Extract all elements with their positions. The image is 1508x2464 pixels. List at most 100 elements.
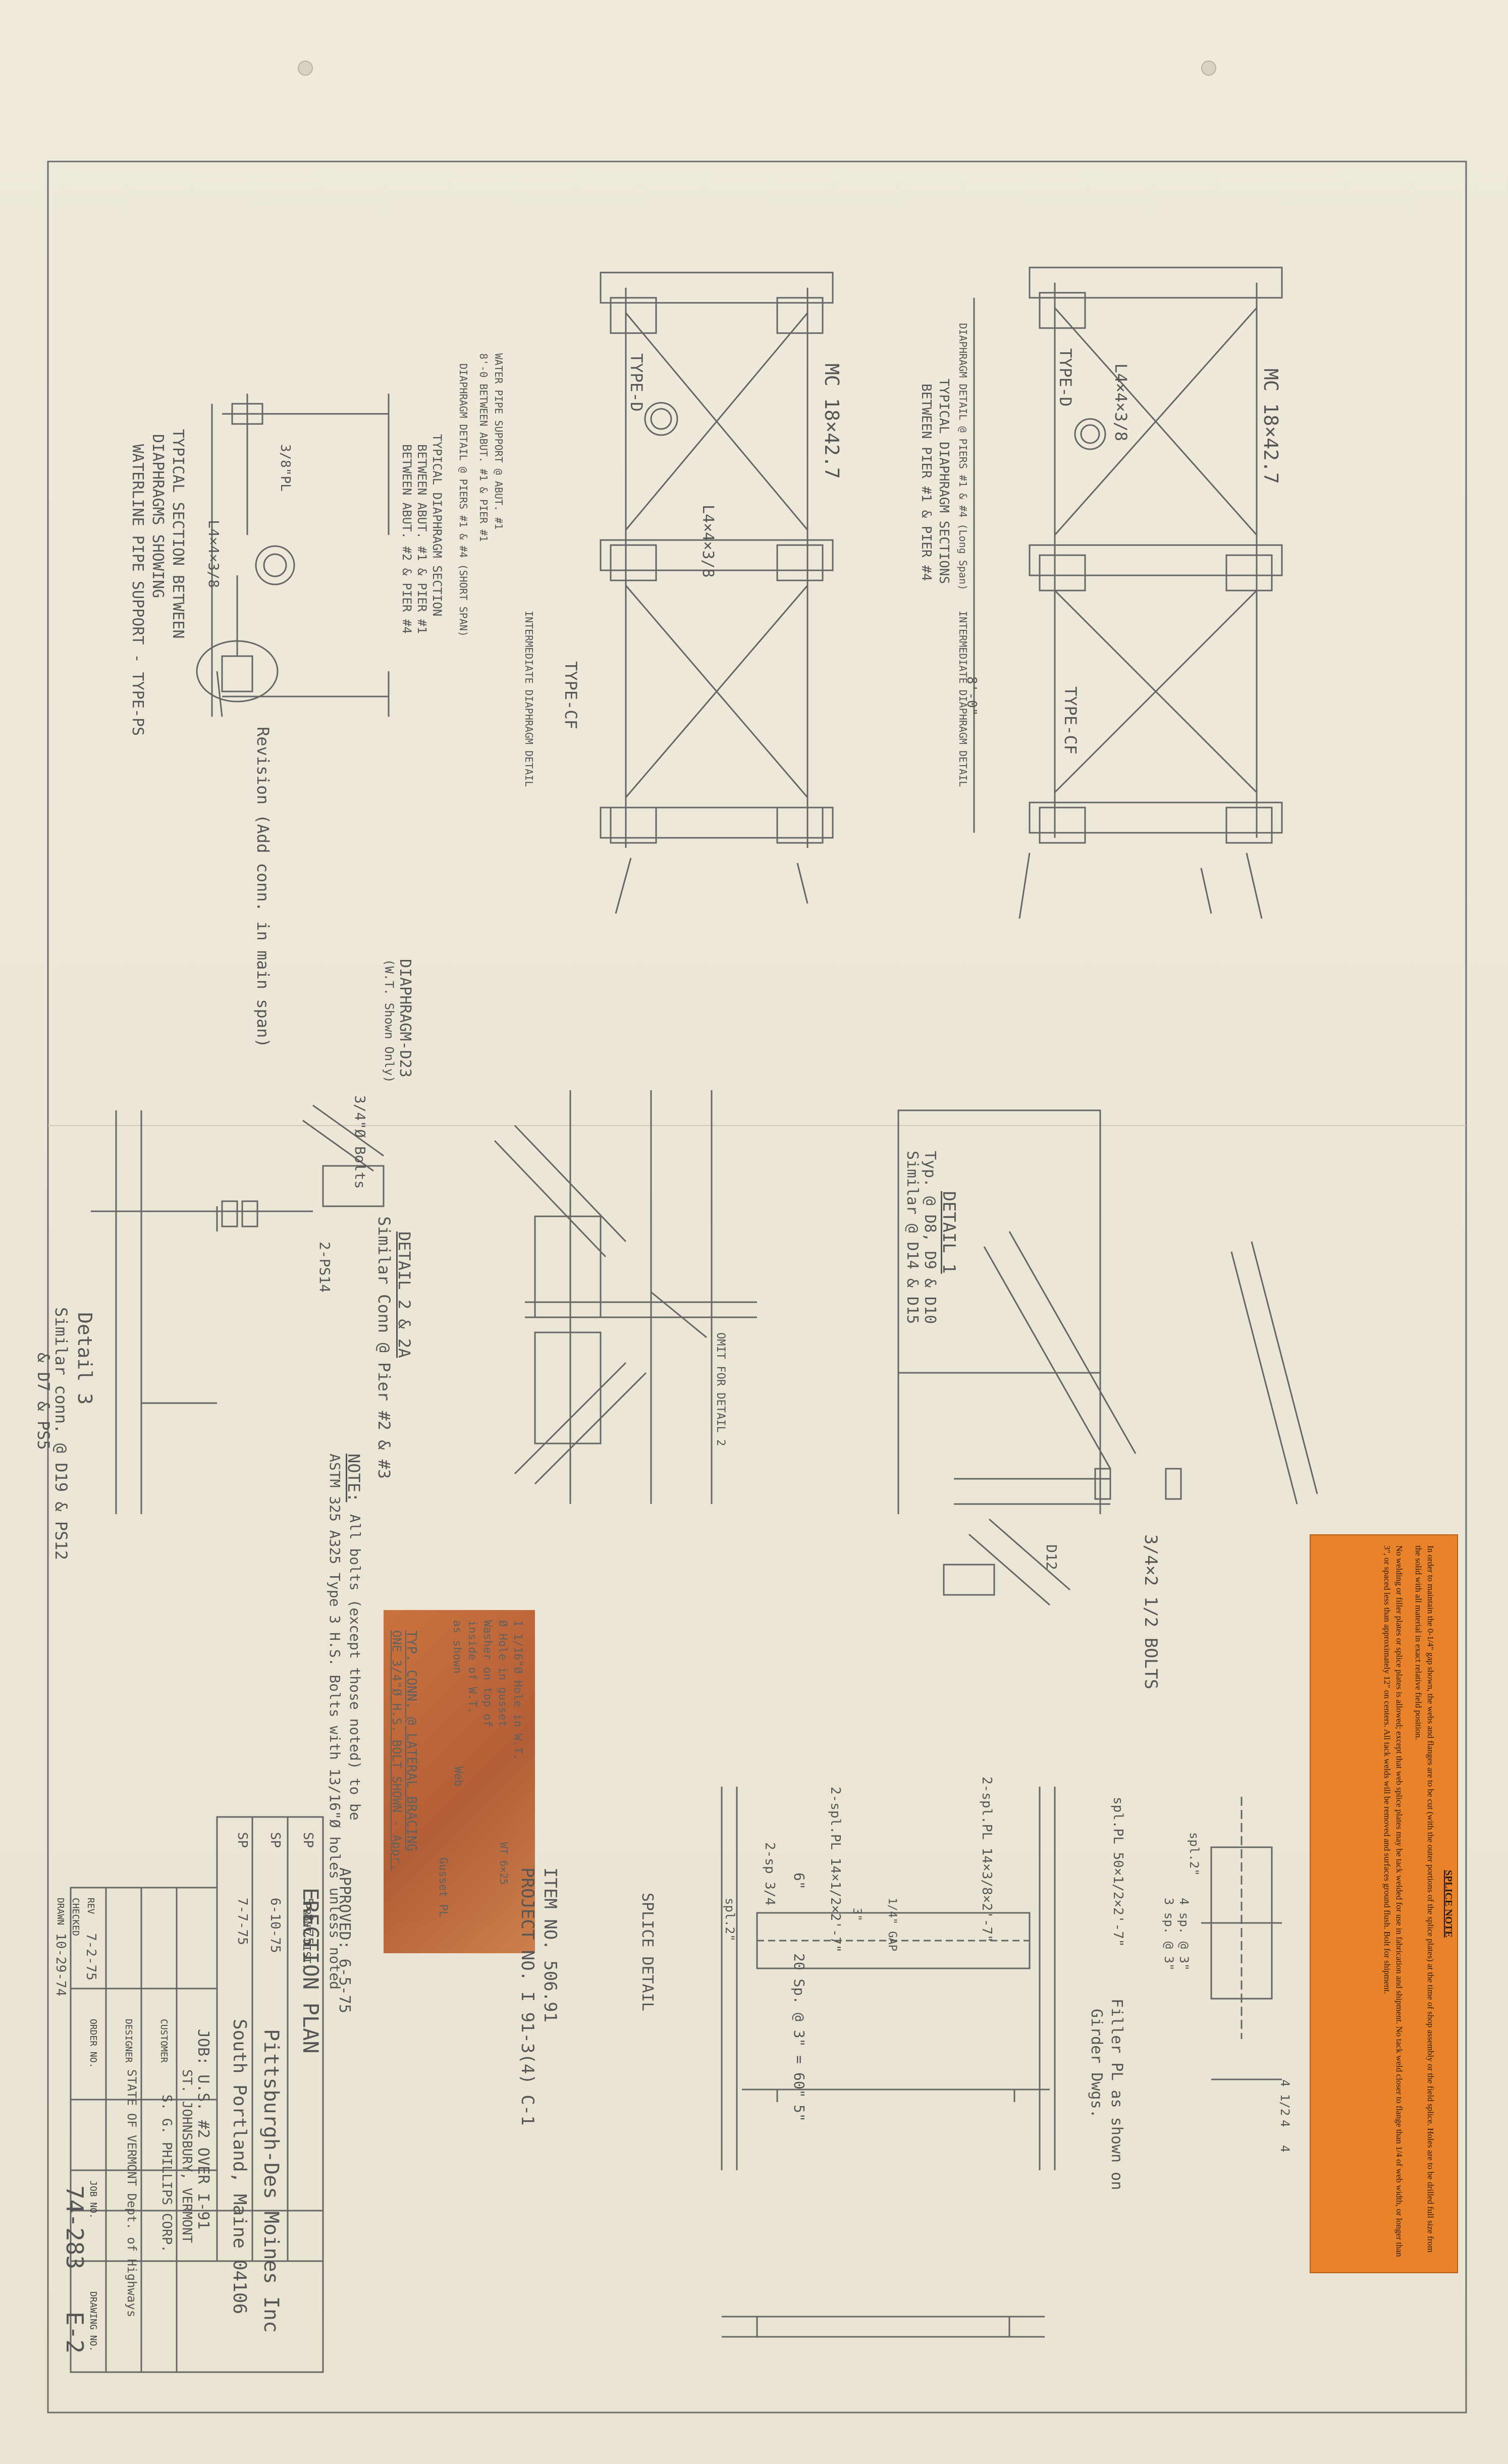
splice-dim-left: 5" bbox=[791, 2105, 807, 2122]
diaphragm-section-long-span bbox=[973, 266, 1283, 919]
job-label: JOB NO. bbox=[88, 2180, 98, 2219]
splice-note-card: SPLICE NOTE In order to maintain the 0-1… bbox=[1310, 1534, 1458, 2273]
splice-dim-mid: 20 Sp. @ 3" = 60" bbox=[791, 1953, 807, 2098]
tape-line-3: Washer on top of bbox=[481, 1620, 494, 1727]
pipe-support-title-3: WATERLINE PIPE SUPPORT - TYPE-PS bbox=[129, 444, 146, 736]
splice-dim-right: 6" bbox=[791, 1872, 807, 1890]
splice-spl2: spl.2" bbox=[723, 1898, 737, 1942]
tape-line-5: as shown bbox=[451, 1620, 463, 1674]
punch-hole-left bbox=[298, 61, 313, 76]
detail-2-title: DETAIL 2 & 2A bbox=[395, 1231, 414, 1358]
splice-side-dim-1: 4 1/2 bbox=[1278, 2079, 1292, 2116]
print-row-2-code: SP bbox=[267, 1832, 283, 1848]
long-span-angle-label: L4×4×3/8 bbox=[1111, 363, 1130, 442]
splice-plate-c: 2-sp 3/4 bbox=[762, 1842, 777, 1906]
print-row-1-date: 5-8-75 bbox=[300, 1898, 315, 1945]
short-span-shape-label: MC 18×42.7 bbox=[821, 363, 843, 479]
splice-side-note-2: 3 sp. @ 3" bbox=[1162, 1898, 1176, 1971]
company-address: South Portland, Maine 04106 bbox=[229, 2019, 250, 2315]
order-label: ORDER NO. bbox=[88, 2019, 98, 2068]
short-span-type-cf: TYPE-CF bbox=[561, 661, 580, 729]
short-span-caption-e: BETWEEN ABUT. #1 & PIER #1 bbox=[415, 444, 429, 634]
splice-gap: 1/4" GAP bbox=[886, 1898, 898, 1951]
detail-2-plate: 2-PS14 bbox=[316, 1242, 333, 1293]
pipe-support-revision: Revision (Add conn. in main span) bbox=[253, 727, 273, 1048]
detail-2-label-1: DIAPHRAGM-D23 bbox=[396, 959, 414, 1078]
diaphragm-section-short-span bbox=[600, 272, 834, 914]
job-location: ST. JOHNSBURY, VERMONT bbox=[179, 2069, 194, 2243]
checked-label: CHECKED bbox=[70, 1898, 81, 1936]
splice-side-note-1: 4 sp. @ 3" bbox=[1177, 1898, 1191, 1971]
long-span-caption-2: TYPICAL DIAPHRAGM SECTIONS bbox=[936, 379, 951, 584]
center-omit-note: OMIT FOR DETAIL 2 bbox=[714, 1332, 727, 1447]
short-span-caption-b: 8'-0 BETWEEN ABUT. #1 & PIER #1 bbox=[477, 353, 490, 542]
short-span-type-d: TYPE-D bbox=[627, 353, 646, 412]
print-row-3-date: 7-7-75 bbox=[235, 1898, 250, 1945]
short-span-caption-a: WATER PIPE SUPPORT @ ABUT. #1 bbox=[493, 353, 505, 530]
punch-hole-right bbox=[1201, 61, 1216, 76]
splice-plate-b: 2-spl.PL 14×3/8×2'-7" bbox=[979, 1777, 994, 1943]
short-span-caption-d: TYPICAL DIAPHRAGM SECTION bbox=[430, 434, 444, 617]
title-block-grid bbox=[70, 1816, 324, 2373]
designer-label: DESIGNER bbox=[123, 2019, 134, 2063]
print-row-2-date: 6-10-75 bbox=[267, 1898, 283, 1953]
project-number: PROJECT NO. I 91-3(4) C-1 bbox=[517, 1867, 537, 2126]
splice-plate-a: 2-spl.PL 14×1/2×2'-7" bbox=[828, 1787, 843, 1953]
detail-1-note-1: Typ. @ D8, D9 & D10 bbox=[921, 1151, 939, 1324]
long-span-caption-1: DIAPHRAGM DETAIL @ PIERS #1 & #4 (Long S… bbox=[957, 323, 969, 591]
detail-1-title: DETAIL 1 bbox=[939, 1191, 959, 1274]
drawing-number: E-2 bbox=[61, 2312, 88, 2354]
short-span-caption-c: DIAPHRAGM DETAIL @ PIERS #1 & #4 (SHORT … bbox=[457, 363, 469, 637]
customer-value: S. G. PHILLIPS CORP. bbox=[159, 2095, 174, 2253]
pipe-support-title-1: TYPICAL SECTION BETWEEN bbox=[169, 429, 187, 639]
tape-line-2: Ø Hole in gusset bbox=[496, 1620, 509, 1727]
customer-label: CUSTOMER bbox=[158, 2019, 169, 2063]
detail-3-similar-2: & D7 & PS5 bbox=[34, 1353, 53, 1450]
approved-stamp: APPROVED: 6-5-75 bbox=[336, 1867, 353, 2013]
notes-line-1: All bolts (except those noted) to be bbox=[347, 1514, 363, 1820]
item-number: ITEM NO. 506.91 bbox=[540, 1867, 560, 2023]
splice-note-paragraph-2: No welding or filler plates or splice pl… bbox=[1382, 1545, 1404, 2257]
short-span-caption-f: BETWEEN ABUT. #2 & PIER #4 bbox=[400, 444, 414, 634]
tape-web-label: Web bbox=[452, 1766, 464, 1787]
tape-gusset-label: Gusset PL bbox=[437, 1857, 449, 1918]
tape-title-1: TYP. CONN. @ LATERAL BRACING bbox=[404, 1630, 419, 1852]
tape-line-4: inside of W.T. bbox=[466, 1620, 478, 1714]
pipe-support-angle: L4×4×3/8 bbox=[205, 520, 222, 588]
splice-web-plate: spl.PL 50×1/2×2'-7" bbox=[1110, 1797, 1125, 1947]
job-description: JOB: U.S. #2 OVER I-91 bbox=[194, 2029, 212, 2230]
company-name: Pittsburgh-Des Moines Inc bbox=[259, 2029, 283, 2333]
splice-note-heading: SPLICE NOTE bbox=[1443, 1870, 1454, 1938]
splice-flange-dim: 3" bbox=[850, 1908, 863, 1921]
detail-3-similar-1: Similar conn. @ D19 & PS12 bbox=[51, 1307, 71, 1560]
long-span-type-d: TYPE-D bbox=[1056, 348, 1075, 407]
drawing-label: DRAWING NO. bbox=[88, 2291, 98, 2352]
designer-value: STATE OF VERMONT Dept. of Highways bbox=[125, 2069, 139, 2318]
job-number: 74-283 bbox=[61, 2185, 88, 2270]
drawn-label: DRAWN bbox=[55, 1898, 66, 1925]
splice-filler: Filler PL as shown on bbox=[1108, 1999, 1125, 2190]
long-span-shape-label: MC 18×42.7 bbox=[1260, 368, 1282, 484]
detail-2-3-linework bbox=[91, 1104, 385, 1514]
print-row-1-code: SP bbox=[300, 1832, 315, 1848]
rev-label: REV bbox=[85, 1898, 96, 1914]
pipe-support-section bbox=[196, 394, 390, 717]
splice-detail-title: SPLICE DETAIL bbox=[638, 1893, 656, 2011]
notes-heading: NOTE: bbox=[344, 1454, 363, 1503]
splice-side-dim-2: 4 bbox=[1278, 2120, 1292, 2127]
drawn-date: 10-29-74 bbox=[53, 1933, 68, 1997]
detail-1-bolts: 3/4×2 1/2 BOLTS bbox=[1141, 1534, 1161, 1690]
detail-1-linework bbox=[897, 1109, 1318, 1606]
tape-wt-label: WT 6×25 bbox=[498, 1842, 510, 1885]
long-span-intermediate: INTERMEDIATE DIAPHRAGM DETAIL bbox=[957, 611, 969, 787]
splice-note-paragraph-1: In order to maintain the 0-1/4" gap show… bbox=[1414, 1545, 1435, 2253]
short-span-intermediate: INTERMEDIATE DIAPHRAGM DETAIL bbox=[523, 611, 535, 787]
long-span-caption-3: BETWEEN PIER #1 & PIER #4 bbox=[919, 384, 934, 581]
short-span-angle-label: L4×4×3/8 bbox=[699, 505, 717, 578]
detail-3-title: Detail 3 bbox=[74, 1312, 96, 1405]
tape-line-1: 1 1/16"Ø Hole in W.T. bbox=[511, 1620, 524, 1761]
detail-2-similar: Similar Conn @ Pier #2 & #3 bbox=[374, 1216, 394, 1479]
rev-date: 7-2-75 bbox=[83, 1933, 98, 1980]
